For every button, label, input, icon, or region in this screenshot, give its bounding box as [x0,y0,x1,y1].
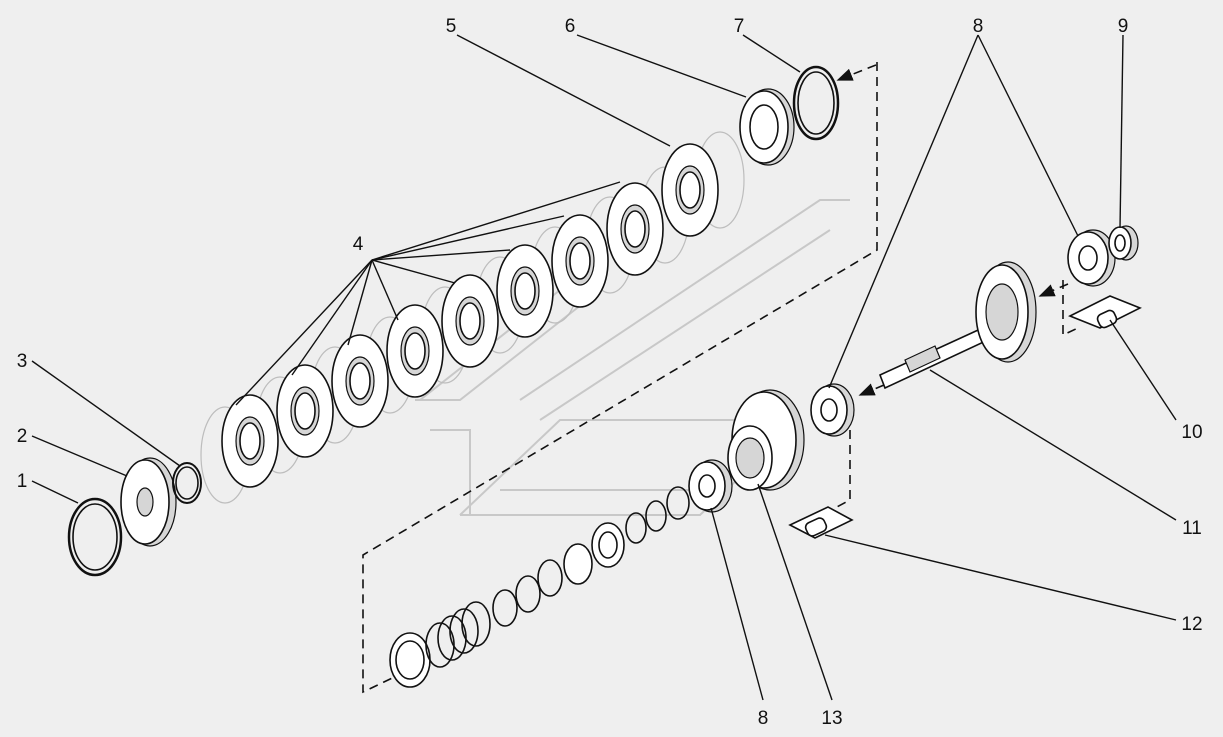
leader-lines [31,34,1177,701]
part-5-disc [661,143,719,237]
callout-8-top: 8 [973,16,984,37]
callout-3: 3 [17,351,28,372]
friction-disc [221,394,279,488]
part-4-friction-discs [221,182,664,488]
callout-1: 1 [17,471,28,492]
callout-6: 6 [565,16,576,37]
callout-10: 10 [1181,422,1202,443]
part-12-plug [788,506,854,539]
friction-disc [606,182,664,276]
callout-13: 13 [821,708,842,729]
friction-disc [551,214,609,308]
spring-and-washers [389,486,690,688]
friction-disc [441,274,499,368]
callout-12: 12 [1181,614,1202,635]
part-6-plate [739,88,795,166]
callout-11: 11 [1182,518,1202,539]
callout-7: 7 [734,16,745,37]
part-1-ring [67,497,123,577]
part-2-piston [120,457,177,547]
callout-8-bottom: 8 [758,708,769,729]
part-8-bearing-middle [810,383,855,437]
friction-disc [386,304,444,398]
friction-disc [496,244,554,338]
callout-9: 9 [1118,16,1129,37]
callout-2: 2 [17,426,28,447]
callout-labels: 1 2 3 4 5 6 7 8 8 9 10 11 12 13 [17,16,1203,729]
friction-disc [331,334,389,428]
part-11-gear-shaft [878,261,1037,390]
part-9-bushing [1108,225,1139,261]
assembly-dashed-lines [362,62,1081,694]
part-8-bearing-lower [688,459,733,513]
friction-disc [276,364,334,458]
callout-5: 5 [446,16,457,37]
part-7-snap-ring [792,65,840,141]
part-8-bearing-upper [1067,229,1116,287]
part-13-gear [727,389,805,491]
part-3-ring [172,462,202,504]
part-10-plug [1068,295,1142,329]
callout-4: 4 [353,234,364,255]
